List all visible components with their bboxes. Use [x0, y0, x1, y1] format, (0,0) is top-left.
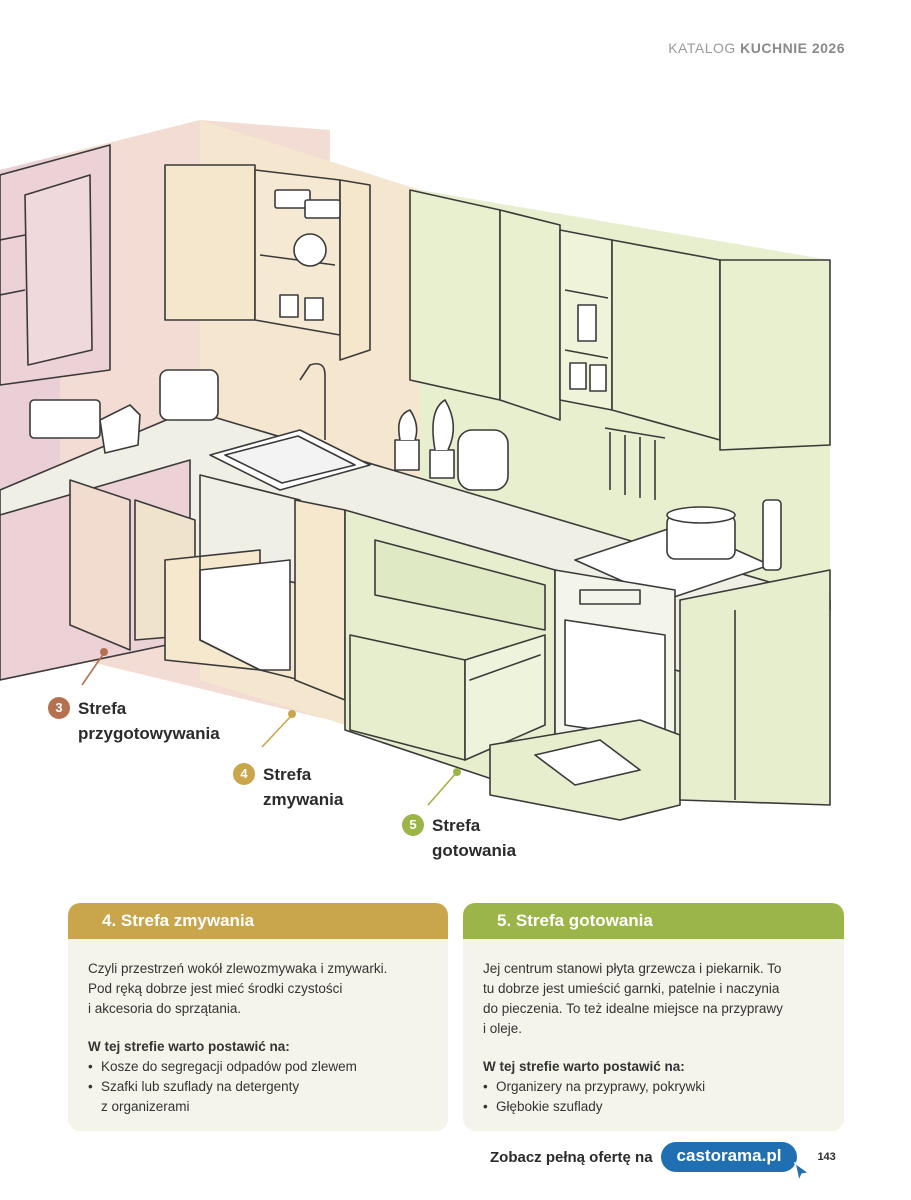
catalog-title: KUCHNIE 2026 — [740, 40, 845, 56]
zone-label-line: Strefa — [78, 699, 127, 718]
card-subtitle: W tej strefie warto postawić na: — [88, 1039, 290, 1054]
list-item: Szafki lub szuflady na detergenty z orga… — [88, 1077, 428, 1117]
card-subtitle: W tej strefie warto postawić na: — [483, 1059, 685, 1074]
list-item: Kosze do segregacji odpadów pod zlewem — [88, 1057, 428, 1077]
zone-label-prep: 3 Strefa przygotowywania — [48, 696, 220, 746]
card-list: Organizery na przyprawy, pokrywki Głębok… — [483, 1077, 824, 1117]
card-intro: Czyli przestrzeń wokół zlewozmywaka i zm… — [88, 961, 388, 1016]
zone-label-line: przygotowywania — [78, 724, 220, 743]
card-washing-zone: 4. Strefa zmywania Czyli przestrzeń wokó… — [68, 903, 448, 1131]
zone-label-line: Strefa — [263, 765, 312, 784]
zone-label-line: Strefa — [432, 816, 481, 835]
zone-label-line: zmywania — [263, 790, 344, 809]
zone-number-badge: 5 — [402, 814, 424, 836]
zone-label-line: gotowania — [432, 841, 517, 860]
page-number: 143 — [817, 1151, 836, 1163]
footer-text: Zobacz pełną ofertę na — [490, 1148, 653, 1166]
card-title: 4. Strefa zmywania — [68, 903, 448, 939]
list-item: Głębokie szuflady — [483, 1097, 824, 1117]
card-intro: Jej centrum stanowi płyta grzewcza i pie… — [483, 961, 783, 1036]
zone-label-cooking: 5 Strefa gotowania — [402, 813, 517, 863]
list-item: Organizery na przyprawy, pokrywki — [483, 1077, 824, 1097]
card-cooking-zone: 5. Strefa gotowania Jej centrum stanowi … — [463, 903, 844, 1131]
castorama-link-button[interactable]: castorama.pl — [660, 1142, 812, 1182]
castorama-logo-text: castorama.pl — [676, 1146, 782, 1165]
catalog-label: KATALOG — [668, 40, 736, 56]
zone-number-badge: 4 — [233, 763, 255, 785]
zone-number-badge: 3 — [48, 697, 70, 719]
footer: Zobacz pełną ofertę na castorama.pl 143 — [490, 1142, 836, 1182]
card-title: 5. Strefa gotowania — [463, 903, 844, 939]
catalog-header: KATALOG KUCHNIE 2026 — [668, 40, 845, 56]
zone-label-washing: 4 Strefa zmywania — [233, 762, 344, 812]
cursor-icon — [794, 1162, 812, 1182]
kitchen-illustration — [0, 120, 831, 821]
card-list: Kosze do segregacji odpadów pod zlewem S… — [88, 1057, 428, 1117]
